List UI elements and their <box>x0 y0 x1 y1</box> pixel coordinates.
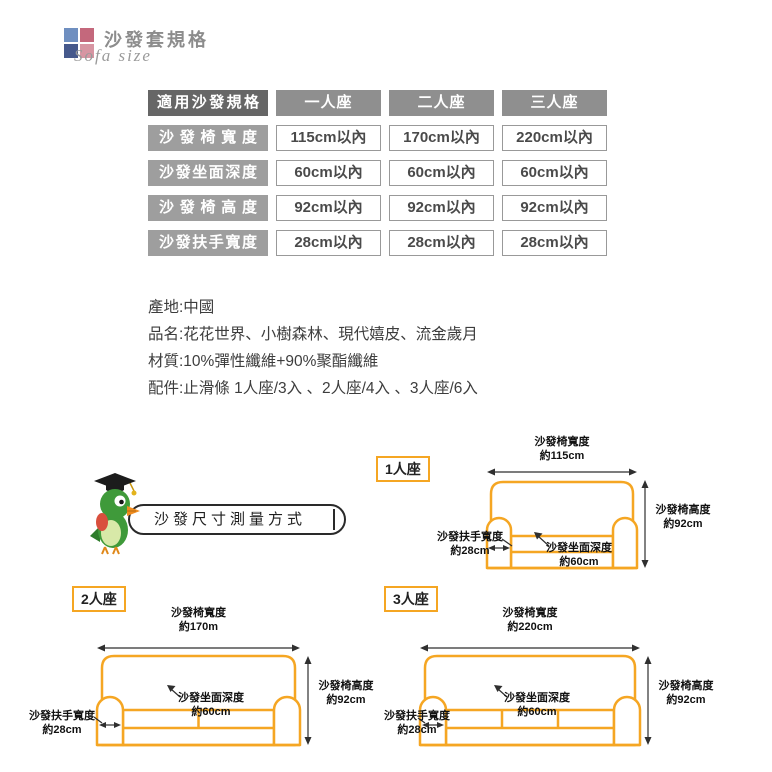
table-cell: 60cm以內 <box>389 160 494 186</box>
width-arrow <box>487 468 637 476</box>
height-arrow <box>644 656 652 745</box>
height-dimension-label: 沙發椅高度 約92cm <box>658 680 714 706</box>
product-info-block: 產地:中國 品名:花花世界、小樹森林、現代嬉皮、流金歲月 材質:10%彈性纖維+… <box>148 294 478 402</box>
armrest-arrow <box>417 717 444 728</box>
armrest-arrow <box>93 716 121 728</box>
seat-depth-dimension-label: 沙發坐面深度 約60cm <box>178 692 244 718</box>
logo-square-rose <box>80 28 94 42</box>
logo-square-navy <box>64 44 78 58</box>
measurement-banner-label: 沙發尺寸測量方式 <box>153 511 306 528</box>
sofa-shape <box>485 480 639 570</box>
seat-badge-2: 2人座 <box>72 586 126 612</box>
height-arrow <box>641 480 649 568</box>
table-cell: 115cm以內 <box>276 125 381 151</box>
table-row-label: 沙發扶手寬度 <box>148 230 268 256</box>
seat-badge-1: 1人座 <box>376 456 430 482</box>
page-title: 沙發套規格 <box>104 30 209 50</box>
product-name-line: 品名:花花世界、小樹森林、現代嬉皮、流金歲月 <box>148 326 478 343</box>
width-dimension-label: 沙發椅寬度 約220cm <box>502 607 558 633</box>
seat-depth-pointer <box>534 532 550 547</box>
height-dimension-label: 沙發椅高度 約92cm <box>655 504 711 530</box>
sofa-shape <box>95 654 302 747</box>
table-corner-header: 適用沙發規格 <box>148 90 268 116</box>
table-col-header-3seat: 三人座 <box>502 90 607 116</box>
mascot-bird-icon <box>90 473 140 555</box>
diagram-2-seater: 2人座 沙發椅寬度 約170m 沙發椅高度 約92cm 沙發扶手寬度 約28cm… <box>28 580 378 752</box>
table-cell: 92cm以內 <box>502 195 607 221</box>
sofa-shape <box>418 654 642 747</box>
width-arrow <box>97 644 300 652</box>
product-accessory-line: 配件:止滑條 1人座/3入 、2人座/4入 、3人座/6入 <box>148 380 478 397</box>
armrest-dimension-label: 沙發扶手寬度 約28cm <box>384 710 450 736</box>
sofa-drawing-2-seater <box>93 644 312 747</box>
table-col-header-1seat: 一人座 <box>276 90 381 116</box>
height-arrow <box>304 656 312 745</box>
logo-square-pink <box>80 44 94 58</box>
table-cell: 220cm以內 <box>502 125 607 151</box>
product-material-line: 材質:10%彈性纖維+90%聚酯纖維 <box>148 353 379 370</box>
table-cell: 28cm以內 <box>389 230 494 256</box>
seat-depth-pointer <box>167 685 181 698</box>
sofa-drawing-3-seater <box>417 644 652 747</box>
seat-depth-pointer <box>494 685 508 698</box>
armrest-dimension-label: 沙發扶手寬度 約28cm <box>437 531 503 557</box>
width-dimension-label: 沙發椅寬度 約170m <box>171 607 226 633</box>
table-cell: 28cm以內 <box>502 230 607 256</box>
width-arrow <box>420 644 640 652</box>
armrest-dimension-label: 沙發扶手寬度 約28cm <box>29 710 95 736</box>
table-cell: 92cm以內 <box>276 195 381 221</box>
table-row-label: 沙發椅寬度 <box>148 125 268 151</box>
sofa-drawing-1-seater <box>485 468 649 570</box>
brand-logo: 沙發套規格 Sofa size <box>64 24 284 86</box>
height-dimension-label: 沙發椅高度 約92cm <box>318 680 374 706</box>
table-cell: 60cm以內 <box>502 160 607 186</box>
product-origin-line: 產地:中國 <box>148 299 215 316</box>
diagram-3-seater: 3人座 沙發椅寬度 約220cm 沙發椅高度 約92cm 沙發扶手寬度 約28c… <box>378 580 772 752</box>
measurement-banner: 沙發尺寸測量方式 <box>128 504 346 535</box>
table-cell: 92cm以內 <box>389 195 494 221</box>
seat-depth-dimension-label: 沙發坐面深度 約60cm <box>504 692 570 718</box>
table-cell: 170cm以內 <box>389 125 494 151</box>
armrest-arrow <box>488 538 513 551</box>
table-col-header-2seat: 二人座 <box>389 90 494 116</box>
table-row-label: 沙發坐面深度 <box>148 160 268 186</box>
table-cell: 28cm以內 <box>276 230 381 256</box>
diagram-1-seater: 1人座 沙發椅寬度 約115cm 沙發椅高度 約92cm 沙發扶手寬度 約28c… <box>368 432 772 582</box>
width-dimension-label: 沙發椅寬度 約115cm <box>534 436 590 462</box>
page-subtitle: Sofa size <box>74 46 152 65</box>
sofa-spec-table: 適用沙發規格 一人座 二人座 三人座 沙發椅寬度 115cm以內 170cm以內… <box>148 90 607 256</box>
seat-depth-dimension-label: 沙發坐面深度 約60cm <box>546 542 612 568</box>
seat-badge-3: 3人座 <box>384 586 438 612</box>
logo-squares-icon <box>64 28 94 58</box>
logo-square-blue <box>64 28 78 42</box>
measurement-method-header: 沙發尺寸測量方式 <box>88 468 380 566</box>
table-cell: 60cm以內 <box>276 160 381 186</box>
table-row-label: 沙發椅高度 <box>148 195 268 221</box>
